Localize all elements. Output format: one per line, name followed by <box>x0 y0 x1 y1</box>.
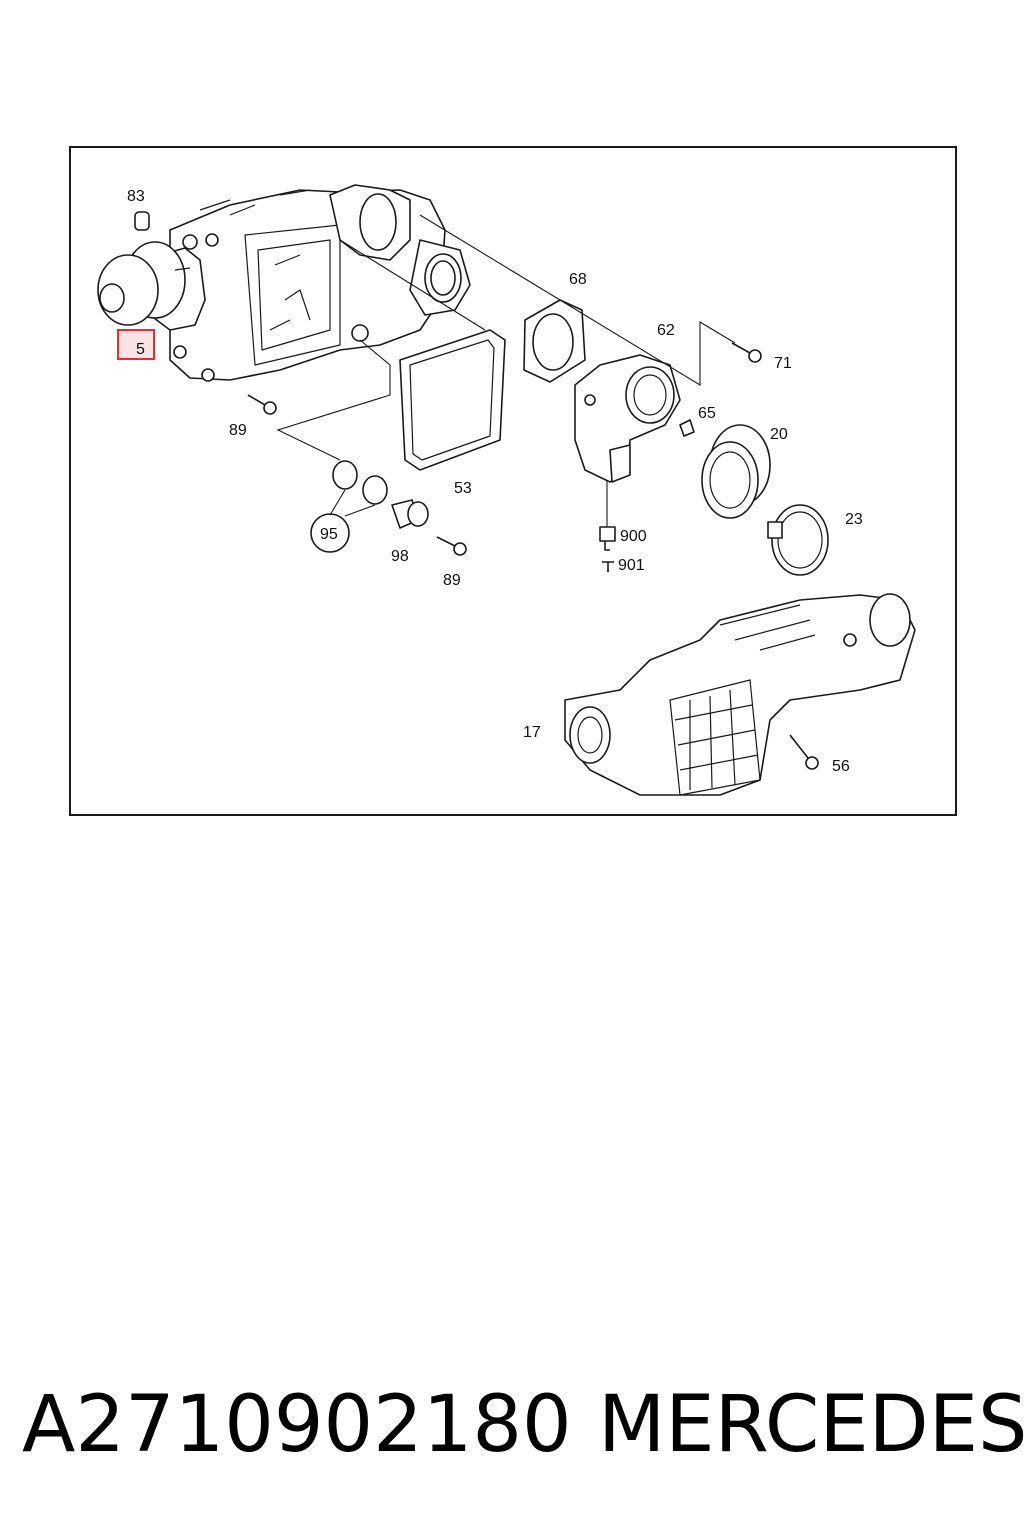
sleeve-98-drawing <box>391 499 429 529</box>
icon-901-drawing <box>602 561 614 572</box>
sleeve-20-drawing <box>701 424 771 519</box>
throttle-body-62-drawing <box>574 354 681 483</box>
callout-98[interactable]: 98 <box>391 548 409 565</box>
footer: A2710902180 MERCEDES <box>0 1375 1024 1475</box>
bolt-71-drawing <box>731 342 762 363</box>
callout-71[interactable]: 71 <box>774 355 792 372</box>
callout-95[interactable]: 95 <box>320 526 338 543</box>
supercharger-drawing <box>97 184 471 382</box>
part-number: A2710902180 <box>22 1380 572 1470</box>
callout-900[interactable]: 900 <box>620 528 647 545</box>
callout-89-lower[interactable]: 89 <box>443 572 461 589</box>
bolt-89-upper-drawing <box>247 394 277 415</box>
callout-20[interactable]: 20 <box>770 426 788 443</box>
callout-53[interactable]: 53 <box>454 480 472 497</box>
callout-56[interactable]: 56 <box>832 758 850 775</box>
clip-65-drawing <box>679 419 695 437</box>
callout-89-upper[interactable]: 89 <box>229 422 247 439</box>
intercooler-17-drawing <box>564 593 916 796</box>
sleeve-83-drawing <box>134 211 150 231</box>
callout-62[interactable]: 62 <box>657 322 675 339</box>
bolt-89-lower-drawing <box>436 536 467 556</box>
callout-65[interactable]: 65 <box>698 405 716 422</box>
callout-5[interactable]: 5 <box>136 341 145 358</box>
fittings-95-drawing <box>310 460 388 553</box>
callout-68[interactable]: 68 <box>569 271 587 288</box>
callout-83[interactable]: 83 <box>127 188 145 205</box>
bolt-56-drawing <box>789 734 819 770</box>
gasket-68-drawing <box>523 299 586 383</box>
highlight-box-5 <box>117 329 155 360</box>
diagram-frame <box>69 146 957 816</box>
gasket-53-drawing <box>399 329 506 471</box>
callout-17[interactable]: 17 <box>523 724 541 741</box>
leader-lines <box>276 214 736 527</box>
callout-23[interactable]: 23 <box>845 511 863 528</box>
icon-900-drawing <box>599 526 616 551</box>
clamp-23-drawing <box>767 504 829 576</box>
callout-901[interactable]: 901 <box>618 557 645 574</box>
brand-name: MERCEDES <box>598 1380 1024 1470</box>
